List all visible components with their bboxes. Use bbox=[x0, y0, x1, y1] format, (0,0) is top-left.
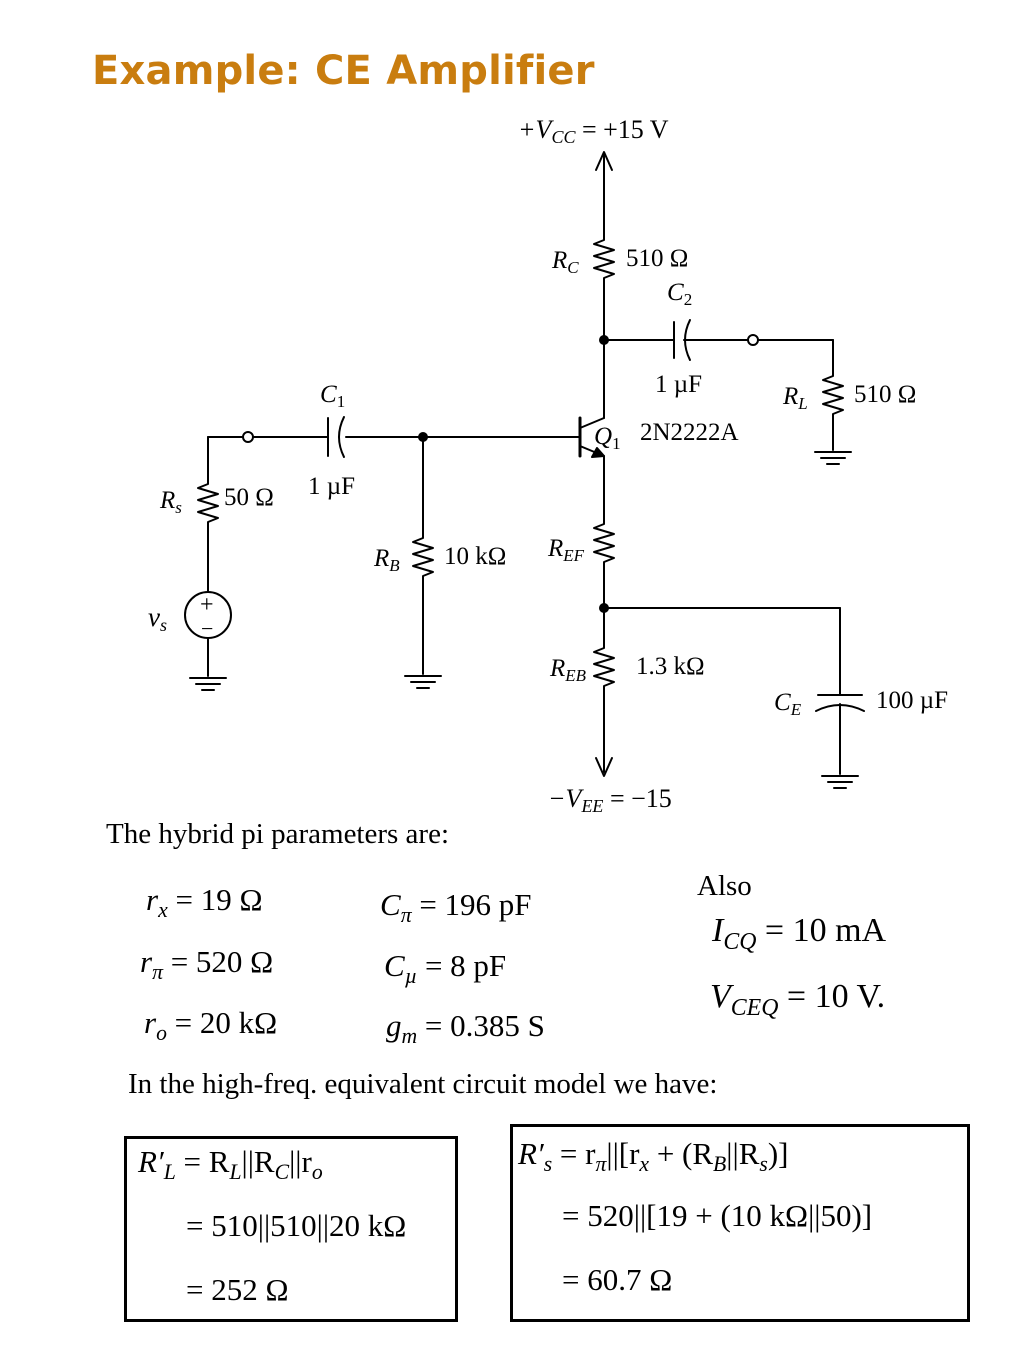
junction-dot bbox=[599, 335, 609, 345]
model-caption: In the high-freq. equivalent circuit mod… bbox=[128, 1068, 718, 1100]
q1-label: Q1 bbox=[594, 423, 621, 453]
ref-label: REF bbox=[547, 535, 585, 565]
rs-prime-line3: = 60.7 Ω bbox=[562, 1262, 673, 1297]
param-icq: ICQ = 10 mA bbox=[712, 912, 887, 955]
input-terminal bbox=[242, 431, 254, 443]
param-rpi: rπ = 520 Ω bbox=[140, 944, 274, 985]
rl-label: RL bbox=[782, 383, 808, 413]
vcc-arrow-icon bbox=[595, 151, 613, 171]
ground-ce-icon bbox=[821, 775, 859, 789]
hybrid-caption: The hybrid pi parameters are: bbox=[106, 818, 450, 850]
param-cmu: Cµ = 8 pF bbox=[384, 948, 507, 989]
rl-prime-line1: R′L = RL||RC||ro bbox=[138, 1144, 323, 1185]
vee-label: −VEE = −15 bbox=[548, 784, 672, 816]
rb-value: 10 kΩ bbox=[444, 543, 506, 570]
junction-dot bbox=[599, 603, 609, 613]
vs-label: vs bbox=[148, 602, 167, 635]
rb-label: RB bbox=[373, 545, 400, 575]
ce-value: 100 µF bbox=[876, 687, 948, 714]
q1-part: 2N2222A bbox=[640, 419, 739, 446]
rc-label: RC bbox=[551, 247, 579, 277]
rs-prime-line2: = 520||[19 + (10 kΩ||50)] bbox=[562, 1198, 873, 1233]
c1-value: 1 µF bbox=[308, 473, 355, 500]
junction-dot bbox=[418, 432, 428, 442]
rs-label: Rs bbox=[159, 487, 182, 517]
rs-resistor bbox=[197, 479, 219, 527]
ground-rb-icon bbox=[404, 675, 442, 689]
rl-prime-box bbox=[124, 1136, 458, 1322]
reb-label: REB bbox=[549, 655, 587, 685]
vcc-label: +VCC = +15 V bbox=[518, 115, 669, 147]
q1-emitter-arrow-icon bbox=[591, 447, 605, 458]
param-ro: ro = 20 kΩ bbox=[144, 1005, 278, 1046]
vee-arrow-icon bbox=[595, 757, 613, 777]
c2-value: 1 µF bbox=[655, 371, 702, 398]
rc-resistor bbox=[593, 235, 615, 283]
param-rx: rx = 19 Ω bbox=[146, 882, 263, 923]
q1-collector bbox=[579, 417, 605, 429]
reb-resistor bbox=[593, 643, 615, 691]
vs-minus: − bbox=[201, 616, 213, 641]
also-label: Also bbox=[697, 870, 752, 902]
ground-vs-icon bbox=[189, 677, 227, 691]
c2-label: C2 bbox=[667, 279, 692, 309]
param-gm: gm = 0.385 S bbox=[386, 1008, 545, 1049]
ce-label: CE bbox=[774, 689, 802, 719]
rs-prime-box bbox=[510, 1124, 970, 1322]
reb-value: 1.3 kΩ bbox=[636, 653, 705, 680]
rs-value: 50 Ω bbox=[224, 484, 274, 511]
ce-amplifier-schematic: +VCC = +15 V RC 510 Ω C2 1 µF RL 510 Ω C… bbox=[148, 115, 948, 816]
param-cpi: Cπ = 196 pF bbox=[380, 887, 532, 928]
vs-plus: + bbox=[200, 592, 214, 618]
output-terminal bbox=[747, 334, 759, 346]
rl-resistor bbox=[822, 371, 844, 419]
rl-prime-line3: = 252 Ω bbox=[186, 1272, 289, 1307]
rl-prime-line2: = 510||510||20 kΩ bbox=[186, 1208, 407, 1243]
param-vceq: VCEQ = 10 V. bbox=[710, 978, 886, 1021]
page-title: Example: CE Amplifier bbox=[92, 48, 595, 94]
rl-value: 510 Ω bbox=[854, 381, 916, 408]
c1-plate-curved bbox=[338, 416, 345, 458]
ref-resistor bbox=[593, 519, 615, 567]
rs-prime-line1: R′s = rπ||[rx + (RB||Rs)] bbox=[518, 1136, 789, 1177]
rb-resistor bbox=[412, 533, 434, 581]
c1-label: C1 bbox=[320, 381, 345, 411]
ground-rl-icon bbox=[814, 451, 852, 465]
rc-value: 510 Ω bbox=[626, 245, 688, 272]
